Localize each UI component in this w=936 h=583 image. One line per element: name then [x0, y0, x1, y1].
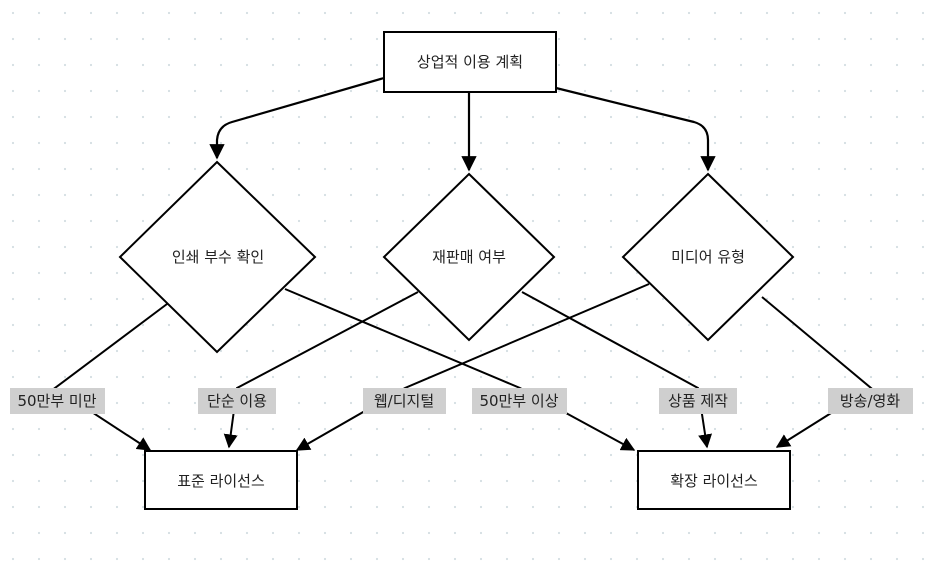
node-media: 미디어 유형: [621, 172, 795, 342]
node-extended: 확장 라이선스: [637, 450, 791, 510]
label-bg: [363, 388, 446, 414]
node-standard: 표준 라이선스: [144, 450, 298, 510]
node-resale-label: 재판매 여부: [432, 248, 506, 266]
node-start-label: 상업적 이용 계획: [417, 53, 523, 71]
node-resale-diamond: [382, 172, 556, 342]
label-bg: [198, 388, 276, 414]
label-bg: [10, 388, 105, 414]
node-print-label: 인쇄 부수 확인: [172, 248, 264, 266]
edge-label-broadcast-film: 방송/영화: [840, 392, 900, 410]
node-print: 인쇄 부수 확인: [118, 160, 317, 354]
node-standard-box: [144, 450, 298, 510]
label-bg: [659, 388, 737, 414]
edge-label-merch: 상품 제작: [668, 392, 728, 410]
label-bg: [472, 388, 567, 414]
node-extended-label: 확장 라이선스: [670, 472, 758, 490]
node-media-diamond: [621, 172, 795, 342]
node-media-label: 미디어 유형: [671, 248, 745, 266]
edge-labels: 50만부 미만 단순 이용 웹/디지털 50만부 이상 상품 제작 방송/영화: [10, 388, 913, 414]
label-bg: [828, 388, 913, 414]
edge-label-under-500k: 50만부 미만: [17, 392, 96, 410]
edge-label-over-500k: 50만부 이상: [479, 392, 558, 410]
node-extended-box: [637, 450, 791, 510]
node-start: 상업적 이용 계획: [383, 31, 557, 93]
edge-start-to-media: [555, 86, 716, 172]
node-print-diamond: [118, 160, 317, 354]
edge-label-simple-use: 단순 이용: [207, 392, 267, 410]
node-start-box: [383, 31, 557, 93]
nodes: 상업적 이용 계획 인쇄 부수 확인 재판매 여부 미디어 유형 표준 라이선스…: [118, 31, 795, 510]
node-resale: 재판매 여부: [382, 172, 556, 342]
node-standard-label: 표준 라이선스: [177, 472, 265, 490]
edge-label-web-digital: 웹/디지털: [374, 392, 434, 410]
edge-start-to-print: [209, 76, 385, 160]
